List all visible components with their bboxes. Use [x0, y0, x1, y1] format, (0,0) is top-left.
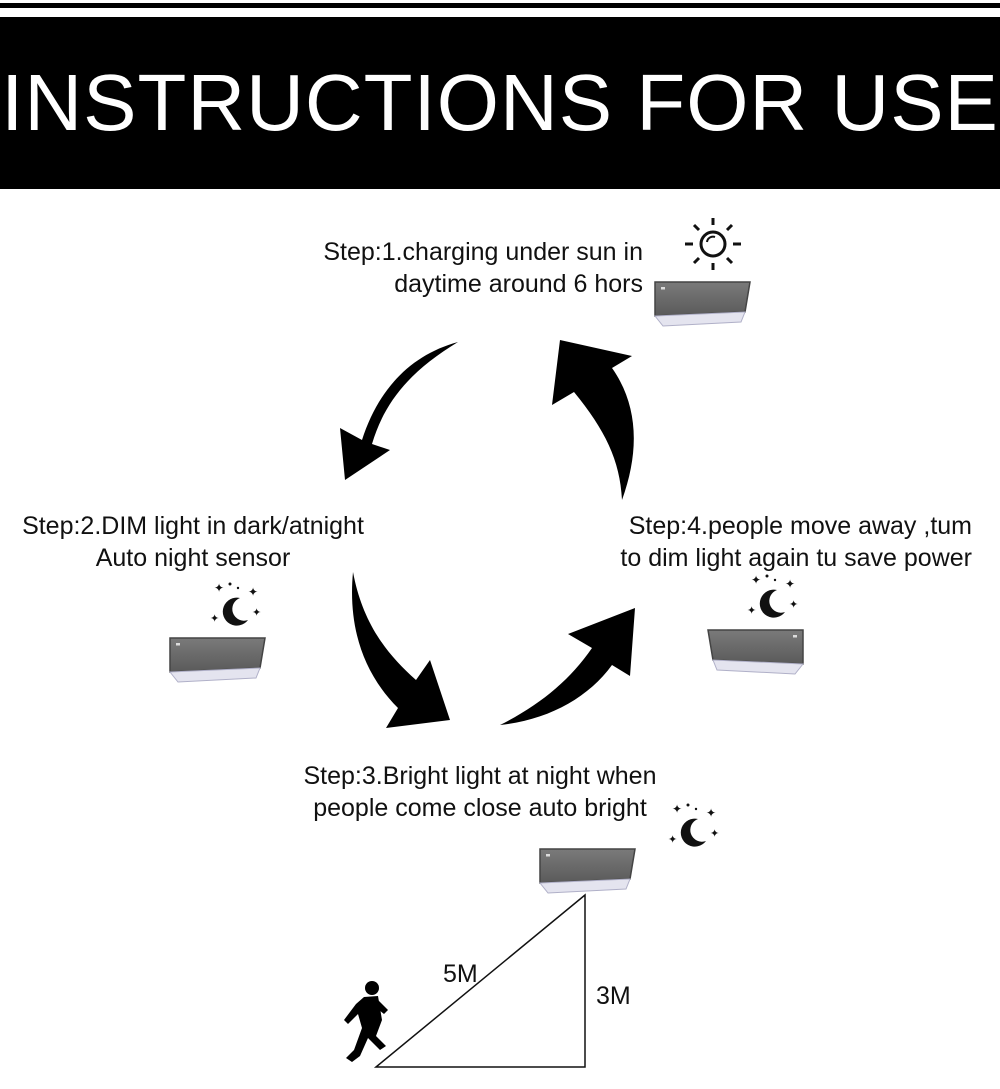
solar-lamp-icon [707, 629, 804, 675]
step-4-text: Step:4.people move away ,tum to dim ligh… [620, 510, 972, 574]
moon-stars-icon [668, 802, 720, 847]
running-person-icon [344, 981, 388, 1062]
step-4-line-1: Step:4.people move away ,tum [628, 512, 972, 540]
step-1-text: Step:1.charging under sun in daytime aro… [323, 236, 643, 300]
moon-stars-icon [747, 573, 799, 618]
step-3-line-2: people come close auto bright [313, 794, 647, 822]
top-rule [0, 3, 1000, 8]
arrow-step1-to-step2 [340, 342, 458, 480]
solar-lamp-icon [539, 848, 636, 894]
solar-lamp-icon [654, 281, 751, 327]
sun-icon [685, 218, 741, 270]
step-1-line-2: daytime around 6 hors [394, 270, 643, 298]
step-3-text: Step:3.Bright light at night when people… [285, 760, 675, 824]
arrow-step3-to-step4 [500, 608, 635, 725]
step-1-line-1: Step:1.charging under sun in [323, 238, 643, 266]
page-title: INSTRUCTIONS FOR USE [1, 58, 999, 147]
step-2-line-2: Auto night sensor [95, 544, 291, 572]
distance-triangle [373, 893, 586, 1068]
arrow-step4-to-step1 [552, 340, 634, 500]
header-banner: INSTRUCTIONS FOR USE [0, 17, 1000, 189]
step-3-line-1: Step:3.Bright light at night when [303, 762, 657, 790]
solar-lamp-icon [169, 637, 266, 683]
arrow-step2-to-step3 [352, 572, 450, 728]
hypotenuse-label: 5M [443, 960, 478, 988]
step-4-line-2: to dim light again tu save power [620, 544, 972, 572]
moon-stars-icon [210, 581, 262, 626]
step-2-line-1: Step:2.DIM light in dark/atnight [22, 512, 364, 540]
step-2-text: Step:2.DIM light in dark/atnight Auto ni… [8, 510, 378, 574]
height-label: 3M [596, 982, 631, 1010]
